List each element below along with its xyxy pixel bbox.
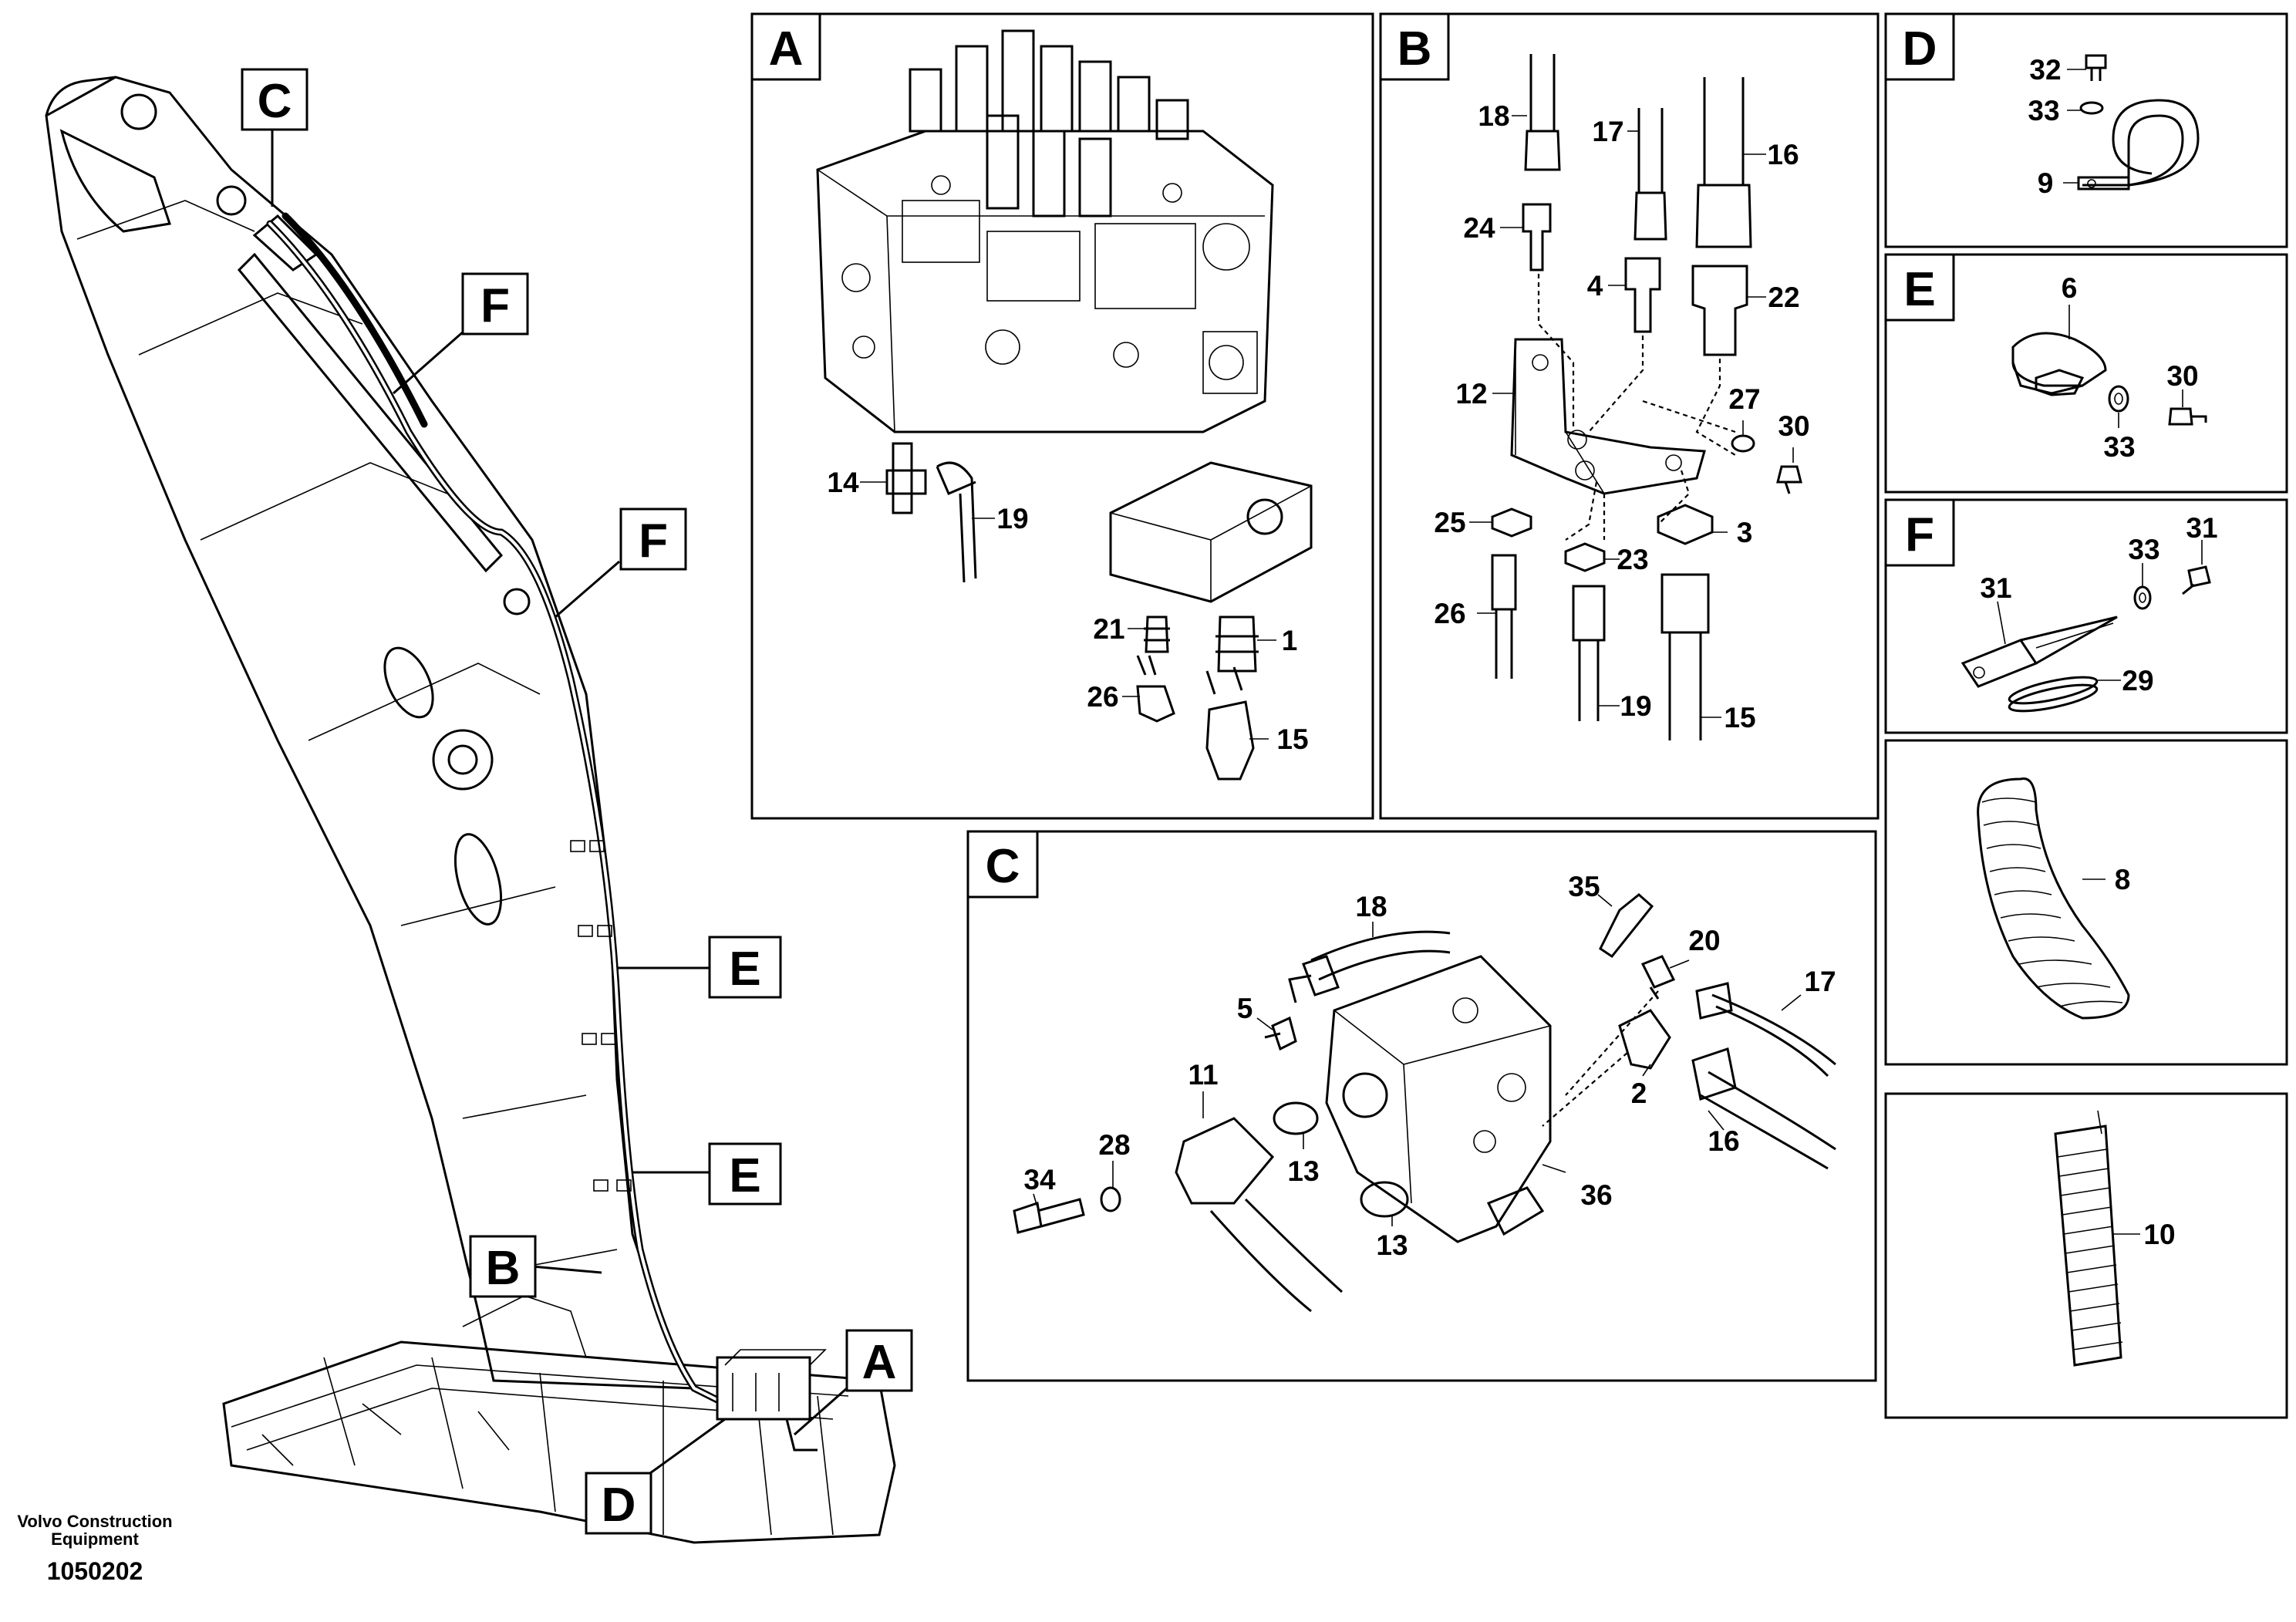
- brand-line-2: Equipment: [51, 1529, 139, 1549]
- svg-text:D: D: [602, 1479, 636, 1532]
- callout-F-upper: F: [461, 272, 529, 336]
- overview-leaders: [271, 130, 848, 1475]
- svg-text:26: 26: [1434, 598, 1465, 629]
- callout-B: B: [469, 1235, 537, 1298]
- svg-text:29: 29: [2122, 665, 2153, 696]
- panel-C: C: [966, 830, 1877, 1382]
- svg-text:15: 15: [1276, 723, 1308, 755]
- svg-text:32: 32: [2029, 54, 2061, 86]
- svg-text:18: 18: [1478, 100, 1509, 132]
- overview-callouts: C F F E E B A D: [241, 68, 913, 1535]
- callout-D: D: [585, 1472, 652, 1535]
- svg-text:27: 27: [1728, 383, 1760, 415]
- svg-text:30: 30: [1778, 410, 1809, 442]
- svg-text:20: 20: [1688, 925, 1720, 956]
- svg-text:F: F: [480, 279, 510, 332]
- callout-C-top: C: [241, 68, 308, 131]
- svg-text:19: 19: [1620, 690, 1651, 722]
- svg-text:25: 25: [1434, 507, 1465, 538]
- panel-spiral-10: 10: [1884, 1092, 2288, 1419]
- drawing-number: 1050202: [47, 1557, 143, 1585]
- panel-D: D 32 33 9: [1884, 12, 2288, 248]
- svg-text:E: E: [1903, 263, 1935, 316]
- svg-text:18: 18: [1355, 891, 1387, 922]
- svg-text:B: B: [1397, 22, 1432, 76]
- svg-text:19: 19: [996, 503, 1028, 534]
- svg-text:1: 1: [1282, 625, 1298, 656]
- svg-text:B: B: [486, 1242, 521, 1295]
- svg-text:34: 34: [1023, 1164, 1056, 1195]
- panel-F: F 31 33 31 29: [1884, 498, 2288, 734]
- svg-text:17: 17: [1592, 116, 1623, 147]
- svg-text:F: F: [639, 514, 668, 568]
- svg-text:15: 15: [1724, 702, 1755, 733]
- svg-text:C: C: [986, 840, 1020, 893]
- svg-text:33: 33: [2128, 534, 2159, 565]
- svg-text:6: 6: [2062, 272, 2078, 304]
- svg-text:D: D: [1903, 22, 1937, 76]
- svg-text:35: 35: [1568, 871, 1600, 902]
- brand-line-1: Volvo Construction: [17, 1512, 172, 1531]
- svg-text:21: 21: [1093, 613, 1124, 645]
- panel-conduit-8: 8: [1884, 739, 2288, 1066]
- svg-text:3: 3: [1737, 517, 1753, 548]
- panel-B: B: [1379, 12, 1880, 820]
- footer: Volvo Construction Equipment 1050202: [17, 1512, 172, 1585]
- svg-text:5: 5: [1237, 993, 1253, 1024]
- panel-A: A: [750, 12, 1374, 820]
- svg-text:A: A: [862, 1336, 897, 1389]
- svg-text:33: 33: [2103, 431, 2135, 463]
- callout-E-lower: E: [708, 1142, 782, 1206]
- svg-text:16: 16: [1767, 139, 1799, 170]
- svg-text:28: 28: [1098, 1129, 1130, 1161]
- callout-E-upper: E: [708, 936, 782, 999]
- svg-text:11: 11: [1188, 1059, 1218, 1091]
- callout-F-lower: F: [619, 508, 687, 571]
- svg-text:33: 33: [2028, 95, 2059, 126]
- svg-text:2: 2: [1631, 1077, 1647, 1109]
- svg-text:31: 31: [2186, 512, 2217, 544]
- svg-text:C: C: [258, 75, 292, 128]
- panel-E: E 6 30 33: [1884, 253, 2288, 494]
- svg-text:4: 4: [1587, 270, 1603, 302]
- svg-text:36: 36: [1580, 1179, 1612, 1211]
- boom-overview: [45, 76, 896, 1544]
- svg-text:10: 10: [2143, 1219, 2175, 1250]
- svg-text:31: 31: [1980, 572, 2011, 604]
- svg-text:E: E: [729, 943, 760, 996]
- svg-text:13: 13: [1376, 1229, 1408, 1261]
- svg-text:F: F: [1905, 508, 1934, 561]
- svg-text:E: E: [729, 1149, 760, 1202]
- svg-text:22: 22: [1768, 282, 1799, 313]
- callout-A: A: [845, 1329, 913, 1392]
- svg-text:17: 17: [1804, 966, 1836, 997]
- svg-text:9: 9: [2038, 167, 2054, 199]
- svg-text:23: 23: [1617, 544, 1648, 575]
- svg-text:A: A: [769, 22, 804, 76]
- svg-text:12: 12: [1455, 378, 1487, 410]
- svg-text:16: 16: [1708, 1125, 1739, 1157]
- svg-text:14: 14: [827, 467, 859, 498]
- svg-text:26: 26: [1087, 681, 1118, 713]
- svg-text:30: 30: [2166, 360, 2198, 392]
- svg-text:13: 13: [1287, 1155, 1319, 1187]
- svg-text:8: 8: [2115, 864, 2131, 895]
- svg-text:24: 24: [1463, 212, 1495, 244]
